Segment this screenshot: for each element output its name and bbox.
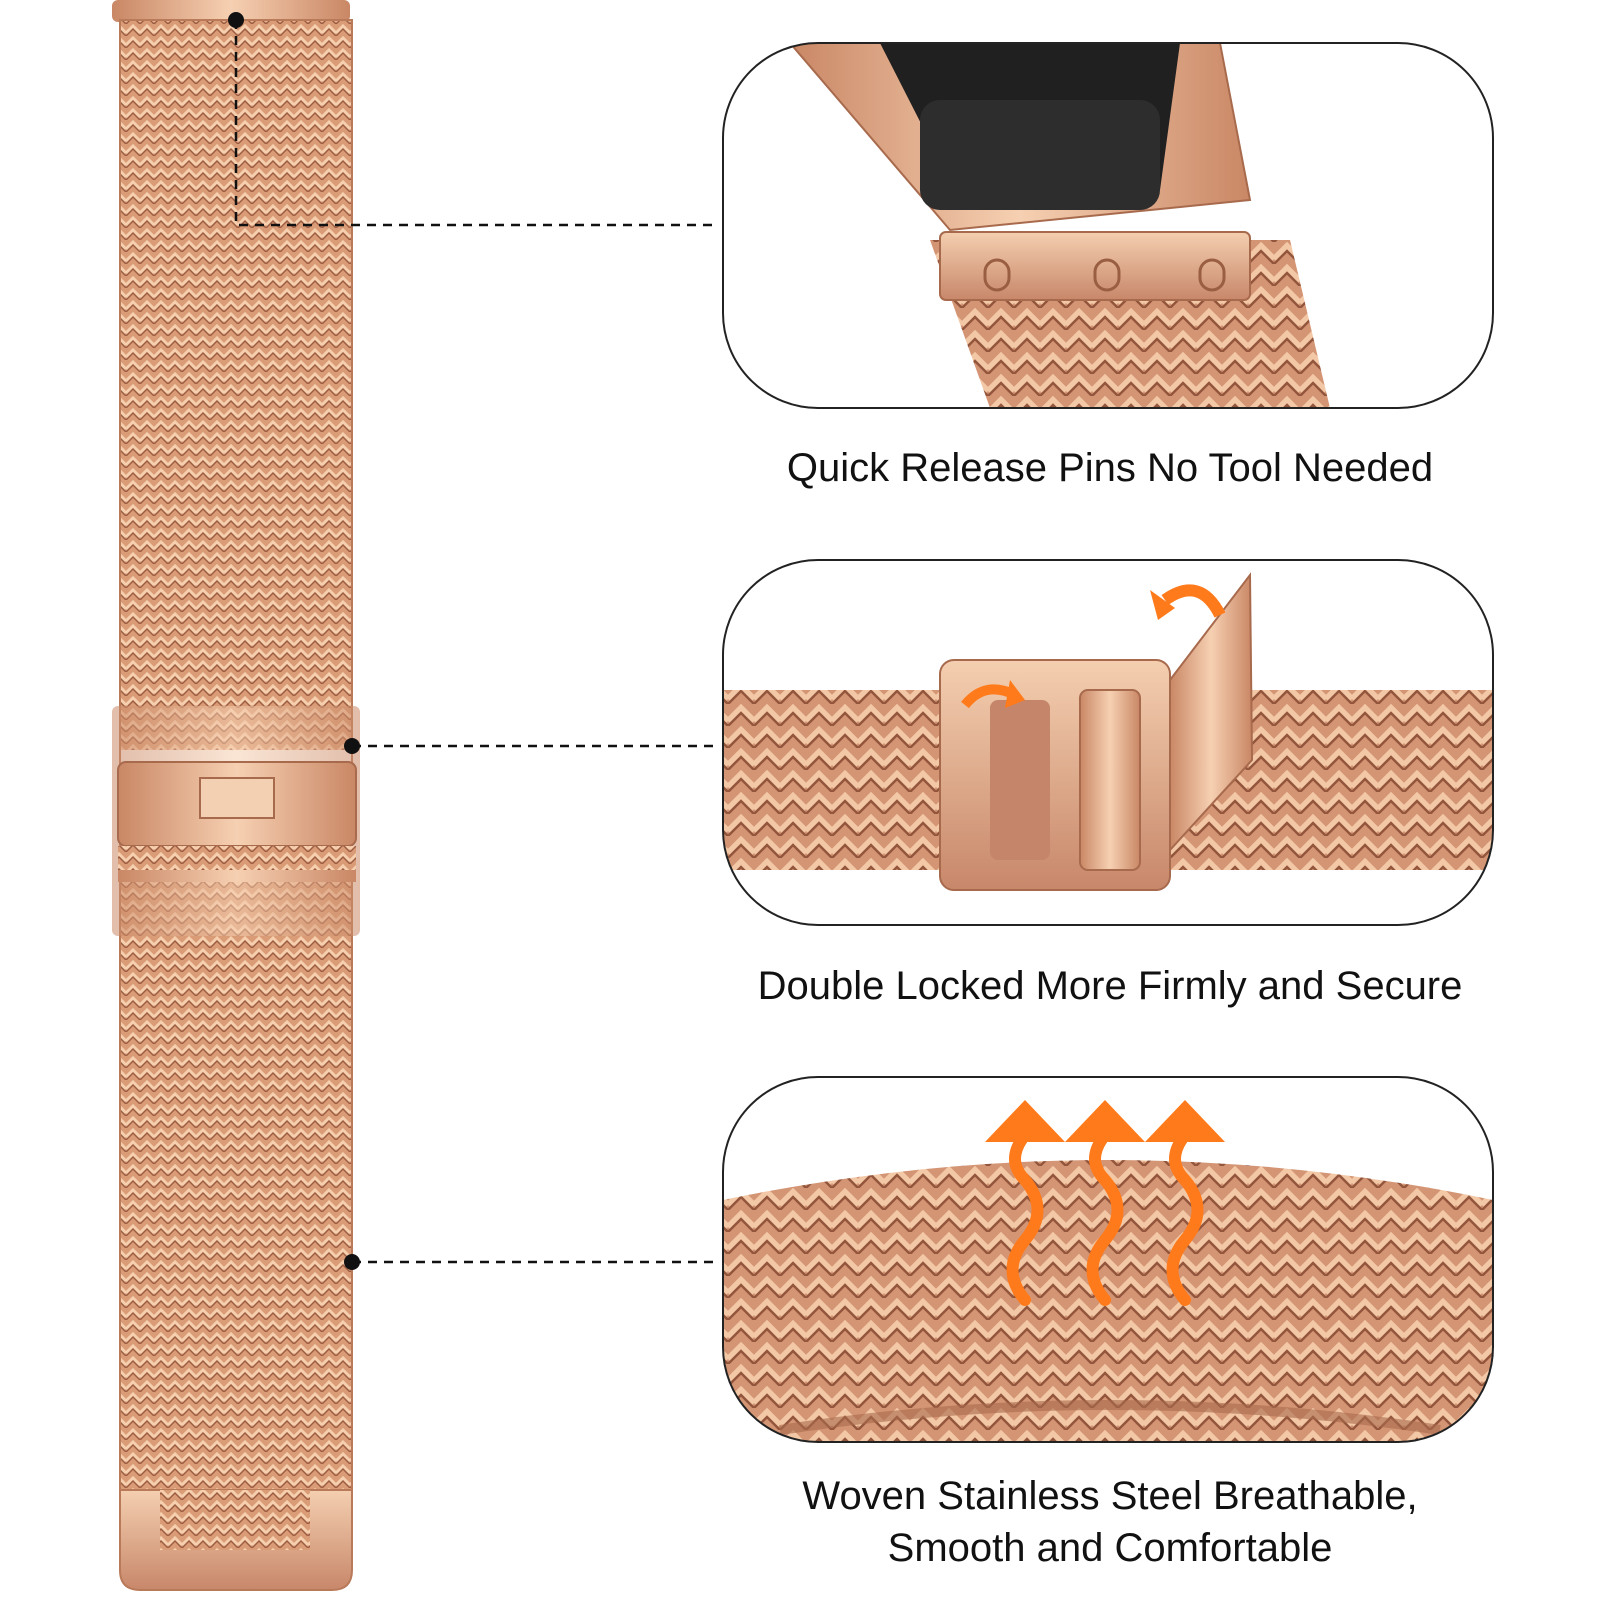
strap-mesh-lower — [120, 860, 352, 1500]
mesh-strap — [112, 0, 360, 1591]
caption-line-2: Smooth and Comfortable — [887, 1526, 1333, 1570]
feature-frame-1 — [722, 42, 1494, 409]
feature-caption-double-lock: Double Locked More Firmly and Secure — [720, 960, 1500, 1012]
feature-caption-quick-release: Quick Release Pins No Tool Needed — [720, 442, 1500, 494]
double-lock-clasp-icon — [722, 559, 1494, 926]
callout-line-double-lock — [344, 738, 718, 754]
breathable-mesh-icon — [722, 1076, 1494, 1443]
feature-frame-3 — [722, 1076, 1494, 1443]
callout-line-quick-release — [228, 12, 718, 227]
caption-text: Double Locked More Firmly and Secure — [757, 964, 1463, 1008]
strap-buckle-slider — [112, 706, 360, 936]
feature-frame-2 — [722, 559, 1494, 926]
feature-caption-breathable: Woven Stainless Steel Breathable, Smooth… — [720, 1470, 1500, 1574]
caption-line-1: Woven Stainless Steel Breathable, — [802, 1474, 1418, 1518]
strap-top-connector — [112, 0, 350, 22]
strap-mesh-upper — [120, 20, 352, 750]
caption-text: Quick Release Pins No Tool Needed — [786, 446, 1434, 490]
quick-release-pins-icon — [722, 42, 1494, 409]
callout-line-breathable — [344, 1254, 718, 1270]
